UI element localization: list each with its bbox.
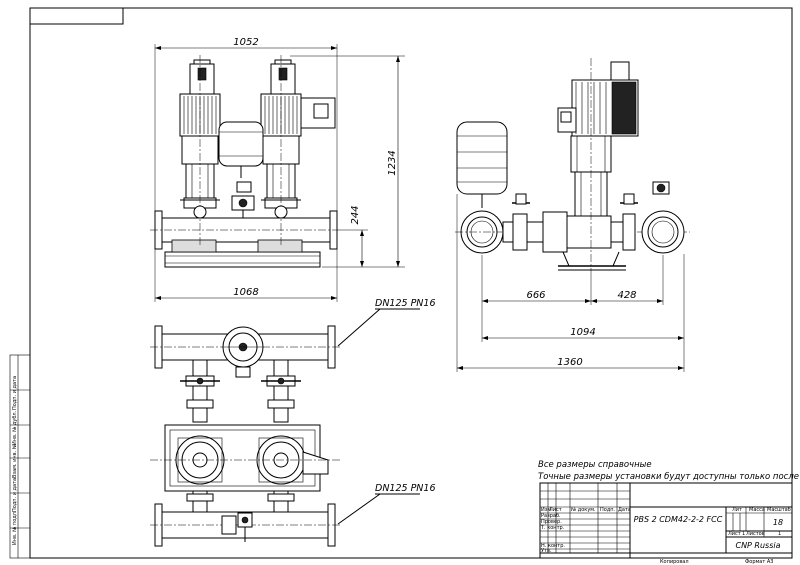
sheet-frame [9,7,793,559]
dim-side-left: 666 [526,290,545,301]
dim-base-width: 1068 [233,287,258,298]
dim-pipe-center-height: 244 [350,205,361,224]
tb-mass-label: Масса [749,507,765,513]
tb-role-utv: Утв. [541,548,552,554]
tank-side [456,121,508,208]
dim-side-flange-span: 1094 [570,327,595,338]
stamp-inv-orig: Инв. № подл. [12,510,18,545]
label-connection-top: DN125 PN16 [375,298,436,309]
tb-sheet-word: Лист [728,531,741,537]
tb-scale-label: Масштаб [767,507,791,513]
tb-col-date: Дата [618,507,631,513]
tank-front [218,121,264,178]
title-block: Изм Лист № докум. Подп. Дата Разраб. Про… [539,482,793,565]
tb-copied: Копировал [660,559,689,565]
tb-col-list: Лист [549,507,562,513]
tb-format: Формат A3 [745,559,773,565]
note-line-1: Все размеры справочные [538,460,652,470]
notes: Все размеры справочные Точные размеры ус… [538,460,800,482]
stamp-vzam-inv: Взам. инв. № [12,443,18,478]
tb-sheets-num: 1 [778,531,781,537]
label-connection-bottom: DN125 PN16 [375,483,436,494]
dim-side-overall: 1360 [557,357,582,368]
tb-scale-value: 18 [773,518,783,527]
side-stamp: Инв. № подл. Подп. и дата Взам. инв. № И… [12,376,18,545]
tb-role-nkontr: Н. контр. [541,543,565,549]
tb-designation: PBS 2 CDM42-2-2 FCC [634,515,723,524]
tb-sheets-word: Листов [746,531,765,537]
plan-view [150,325,340,547]
front-view: 1052 1234 244 1068 [150,37,405,302]
tb-sheet-label: Лит [732,507,742,513]
tb-role-prover: Провер. [541,519,562,525]
dim-height: 1234 [387,150,398,175]
tb-company: CNP Russia [735,541,780,550]
pump-2-front [260,55,336,245]
dim-side-right: 428 [617,290,636,301]
stamp-inv-dubl: Инв. № дубл. [12,410,18,445]
note-line-2: Точные размеры установки будут доступны … [538,472,800,482]
tb-sheet-num: 1 [742,531,745,537]
tb-role-tkontr: Т. контр. [540,525,565,531]
pump-side [557,58,639,270]
stamp-sign-date-2: Подп. и дата [12,376,18,410]
tb-col-doc: № докум. [571,507,596,513]
tb-col-sign: Подп. [600,507,616,513]
dim-overall-width-top: 1052 [233,37,258,48]
tb-col-izm: Изм [541,507,551,513]
stamp-sign-date-1: Подп. и дата [12,478,18,512]
connection-labels: DN125 PN16 DN125 PN16 [337,298,436,525]
pump-1-front [179,55,221,245]
side-view: 666 428 1094 1360 [455,58,690,372]
tb-role-razrab: Разраб. [541,513,561,519]
